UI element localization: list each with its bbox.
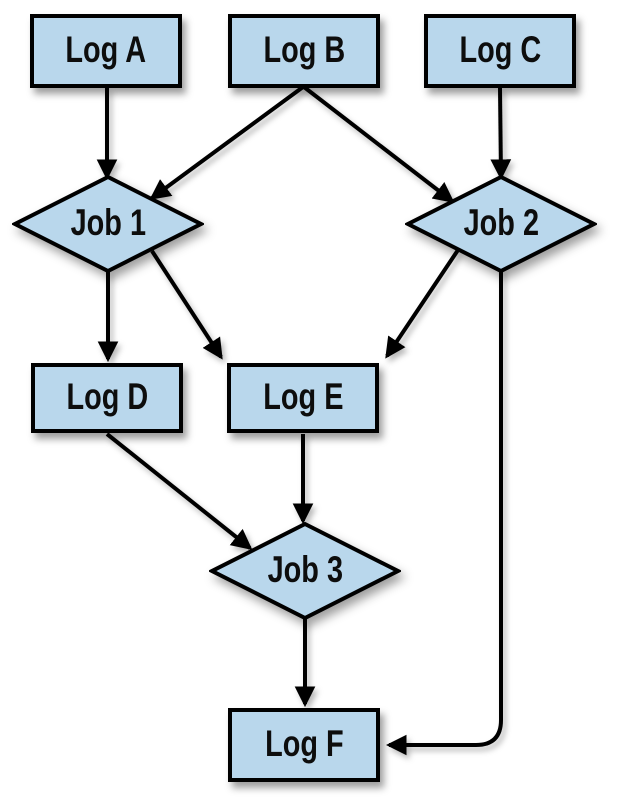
edge-log-b-to-job-2 — [302, 85, 455, 203]
node-job-1-label: Job 1 — [70, 201, 146, 243]
edge-job-2-to-log-f — [385, 268, 503, 756]
edge-log-c-to-job-2 — [490, 87, 512, 181]
node-log-d-label: Log D — [66, 375, 148, 417]
node-log-a-label: Log A — [65, 28, 147, 70]
diamond-icon — [209, 521, 401, 621]
edge-log-b-to-job-1 — [149, 85, 305, 200]
node-log-c-label: Log C — [459, 28, 541, 70]
node-job-3-label: Job 3 — [267, 548, 343, 590]
node-log-e: Log E — [227, 363, 379, 433]
node-log-f: Log F — [228, 708, 380, 782]
edge-log-d-to-job-3 — [105, 432, 253, 550]
diamond-icon — [405, 174, 597, 274]
node-log-b: Log B — [228, 14, 380, 88]
node-log-a: Log A — [30, 14, 182, 88]
node-log-d: Log D — [31, 363, 183, 433]
edge-job-2-to-log-e — [385, 248, 460, 359]
edge-job-1-to-log-e — [150, 249, 223, 360]
node-log-f-label: Log F — [264, 722, 344, 764]
node-job-2-label: Job 2 — [463, 201, 539, 243]
node-log-c: Log C — [424, 14, 576, 88]
node-job-2: Job 2 — [405, 174, 597, 274]
node-log-e-label: Log E — [262, 375, 344, 417]
diamond-icon — [12, 174, 204, 274]
node-job-3: Job 3 — [209, 521, 401, 621]
node-log-b-label: Log B — [263, 28, 345, 70]
node-job-1: Job 1 — [12, 174, 204, 274]
